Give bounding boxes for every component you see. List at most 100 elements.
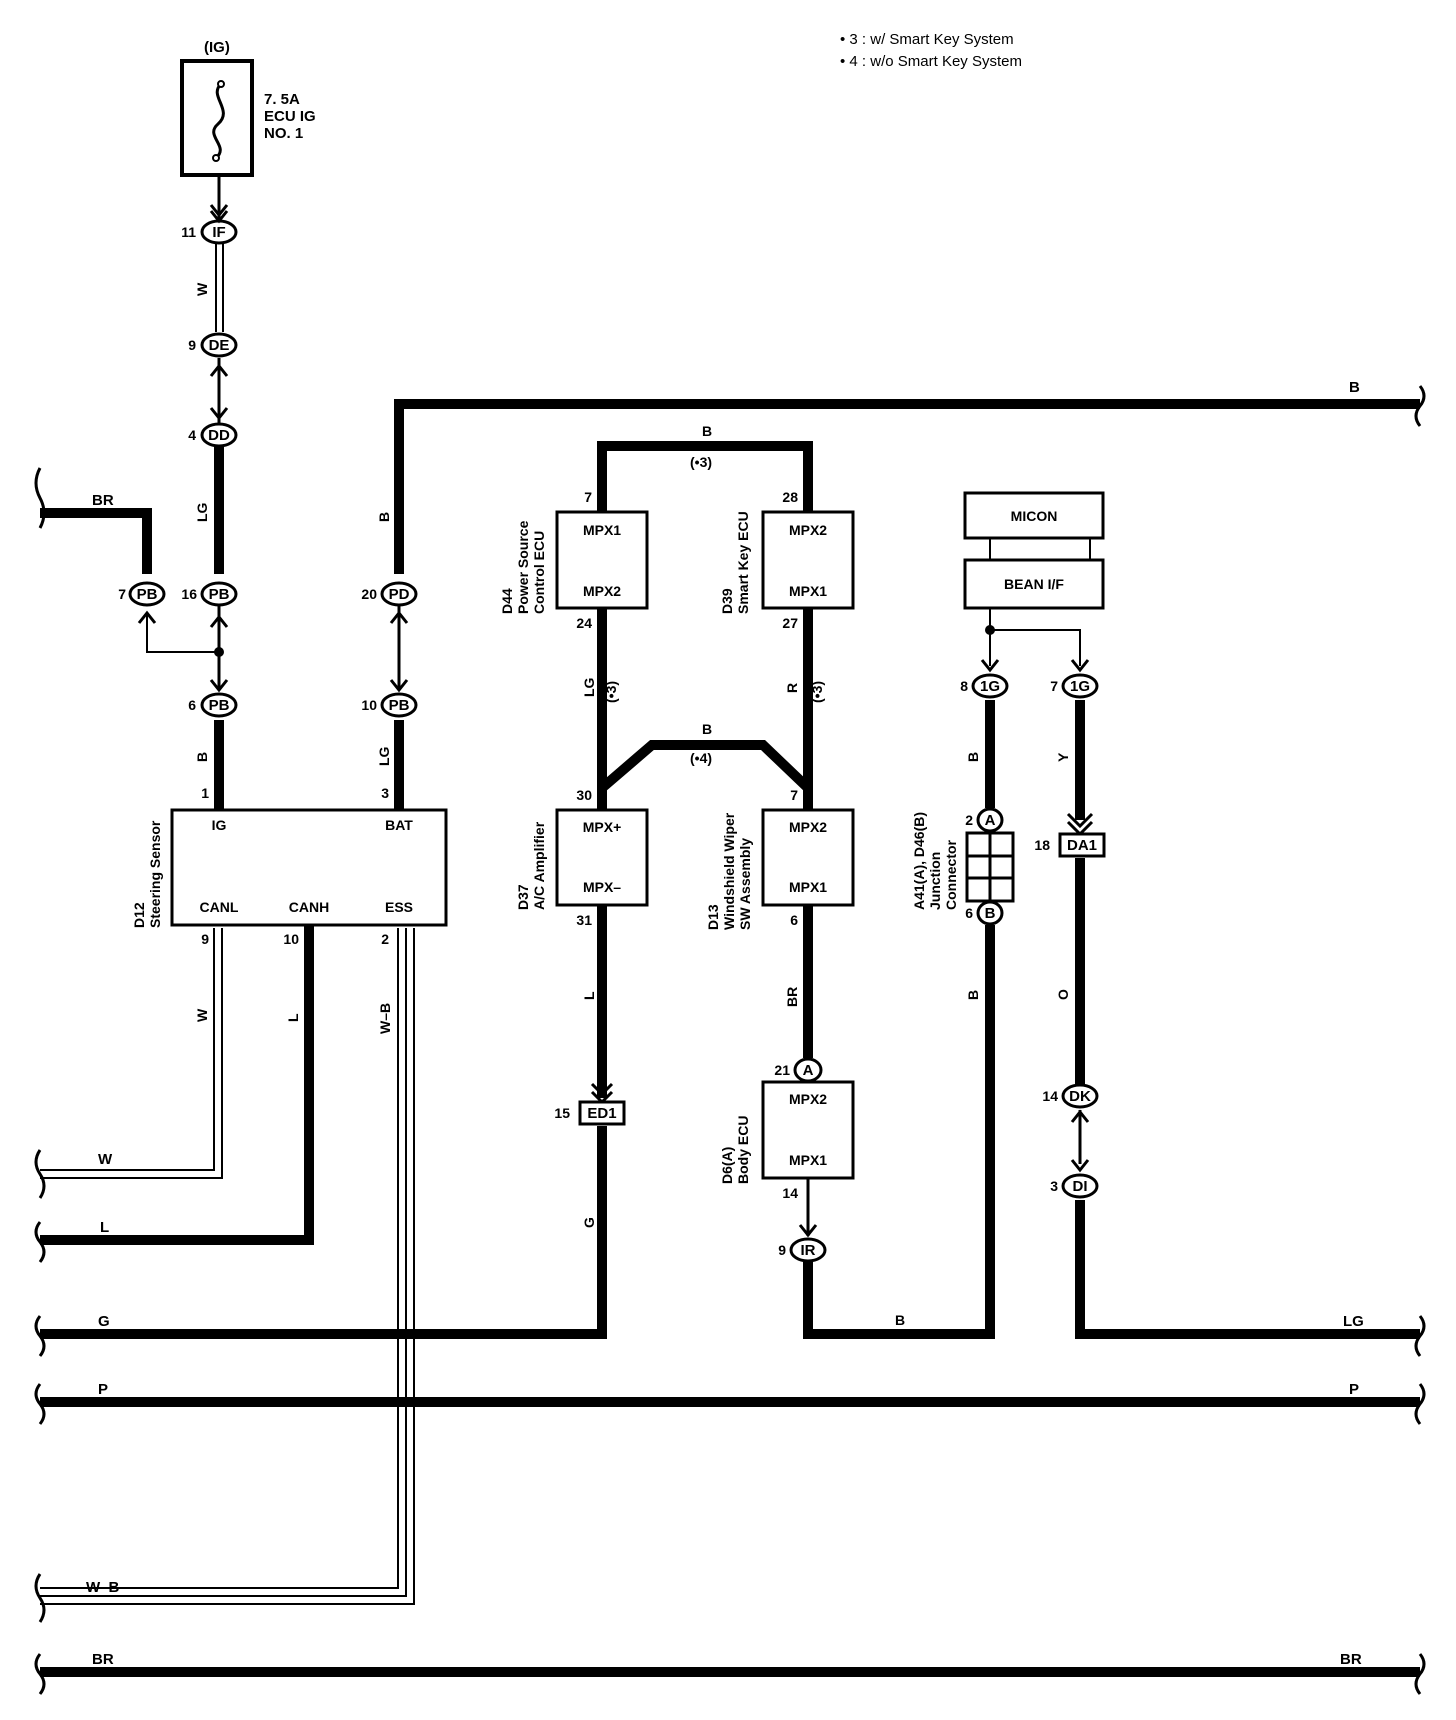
arrow-down-icon <box>209 679 229 693</box>
pin-de: 9 <box>188 337 196 353</box>
connector-1g-8 <box>971 673 1009 699</box>
steering-sensor-box <box>170 808 448 927</box>
d44-pin-bottom: 24 <box>576 615 592 631</box>
terminal-ig: IG <box>212 817 227 833</box>
terminal-bat: BAT <box>385 817 413 833</box>
wire-l-d37: L <box>581 991 597 1000</box>
pin-da1: 18 <box>1034 837 1050 853</box>
power-source-ecu: MPX1 MPX2 7 24 D44 Power Source Control … <box>499 489 649 631</box>
pin-ir: 9 <box>778 1242 786 1258</box>
d6-ref: D6(A) <box>719 1147 735 1184</box>
bus-labels: B BR W L G LG P P W–B BR BR <box>86 379 1364 1668</box>
pin-pb-10: 10 <box>361 697 377 713</box>
wire-br-d13: BR <box>784 987 800 1007</box>
fuse-box <box>180 59 254 177</box>
wire-g-ed1: G <box>581 1217 597 1228</box>
pin-ess: 2 <box>381 931 389 947</box>
body-ecu-box <box>761 1080 855 1180</box>
wire-b-ir: B <box>895 1312 905 1328</box>
connector-ir <box>789 1237 827 1263</box>
note-smart-key: • 3 : w/ Smart Key System <box>840 31 1014 48</box>
pin-b-6: 6 <box>965 905 973 921</box>
arrow-up-icon <box>209 363 229 377</box>
bus-label-p-left: P <box>98 1381 108 1398</box>
body-ecu: A 21 MPX2 MPX1 14 D6(A) Body ECU <box>719 1057 855 1201</box>
d6-bottom: MPX1 <box>789 1152 827 1168</box>
connector-de <box>200 332 238 358</box>
fuse-name-1: ECU IG <box>264 108 316 125</box>
wire-color-labels: W LG B B LG W L W–B LG (•3) R (•3) L G B… <box>194 282 1071 1328</box>
bus-label-g: G <box>98 1313 110 1330</box>
arrow-up-icon <box>137 610 157 624</box>
power-source-ecu-box <box>555 510 649 610</box>
svg-text:DA1: DA1 <box>1067 837 1097 854</box>
connector-dk <box>1061 1083 1099 1109</box>
bus-end-marks <box>34 385 1426 1695</box>
d39-name: Smart Key ECU <box>735 511 751 614</box>
wire-loop-top-note: (•3) <box>690 454 712 470</box>
connector-di <box>1061 1173 1099 1199</box>
arrow-down-icon <box>1066 812 1094 829</box>
wire-lg-d44: LG <box>581 677 597 697</box>
wire-r-d39-note: (•3) <box>809 681 825 703</box>
junction-name-2: Connector <box>943 839 959 910</box>
connector-a-2 <box>976 807 1004 833</box>
pin-ed1: 15 <box>554 1105 570 1121</box>
svg-text:PB: PB <box>209 586 230 603</box>
connector-pb-7 <box>128 581 166 607</box>
svg-text:PD: PD <box>389 586 410 603</box>
svg-text:ED1: ED1 <box>587 1105 616 1122</box>
wire-wb-ess: W–B <box>377 1003 393 1034</box>
terminal-canl: CANL <box>200 899 239 915</box>
wire-b-bridge: B <box>702 721 712 737</box>
d39-ref: D39 <box>719 588 735 614</box>
connector-pb-10 <box>380 692 418 718</box>
pin-pb-6: 6 <box>188 697 196 713</box>
bean-label: BEAN I/F <box>1004 576 1064 592</box>
micon-bean: MICON BEAN I/F <box>963 491 1105 610</box>
svg-text:PB: PB <box>389 697 410 714</box>
arrow-down-icon <box>798 1224 818 1238</box>
rect-connectors: DA1 18 ED1 15 <box>554 832 1106 1126</box>
d44-pin-top: 7 <box>584 489 592 505</box>
arrow-up-icon <box>209 614 229 628</box>
wire-b-loop-top: B <box>702 423 712 439</box>
d44-bottom: MPX2 <box>583 583 621 599</box>
connector-pb-16 <box>200 581 238 607</box>
note-no-smart-key: • 4 : w/o Smart Key System <box>840 53 1022 70</box>
svg-text:A: A <box>803 1062 814 1079</box>
bus-label-br-bottom-right: BR <box>1340 1651 1362 1668</box>
d37-top: MPX+ <box>583 819 622 835</box>
svg-text:IR: IR <box>801 1242 816 1259</box>
d39-pin-bottom: 27 <box>782 615 798 631</box>
pin-di: 3 <box>1050 1178 1058 1194</box>
connector-1g-7 <box>1061 673 1099 699</box>
pin-canl: 9 <box>201 931 209 947</box>
fuse-rating: 7. 5A <box>264 91 300 108</box>
d6-name: Body ECU <box>735 1116 751 1184</box>
d37-bottom: MPX– <box>583 879 621 895</box>
pin-canh: 10 <box>283 931 299 947</box>
steering-sensor-name: Steering Sensor <box>147 820 163 928</box>
fuse-supply: (IG) <box>204 39 230 56</box>
pin-pb-16: 16 <box>181 586 197 602</box>
bus-label-wb: W–B <box>86 1579 120 1596</box>
pin-ig: 1 <box>201 785 209 801</box>
wire-o-da1: O <box>1055 989 1071 1000</box>
pin-if: 11 <box>181 224 196 240</box>
d13-bottom: MPX1 <box>789 879 827 895</box>
d37-ref: D37 <box>515 884 531 910</box>
junction-ref: A41(A), D46(B) <box>911 812 927 910</box>
terminal-canh: CANH <box>289 899 329 915</box>
wire-b-pb6: B <box>194 752 210 762</box>
arrow-down-icon <box>209 407 229 421</box>
pin-dd: 4 <box>188 427 196 443</box>
wire-w-canl: W <box>194 1008 210 1022</box>
wire-bridge-note: (•4) <box>690 750 712 766</box>
svg-text:A: A <box>985 812 996 829</box>
pin-pb-7: 7 <box>118 586 126 602</box>
wire-b-junction: B <box>965 990 981 1000</box>
svg-text:1G: 1G <box>980 678 1000 695</box>
d37-name: A/C Amplifier <box>531 821 547 910</box>
